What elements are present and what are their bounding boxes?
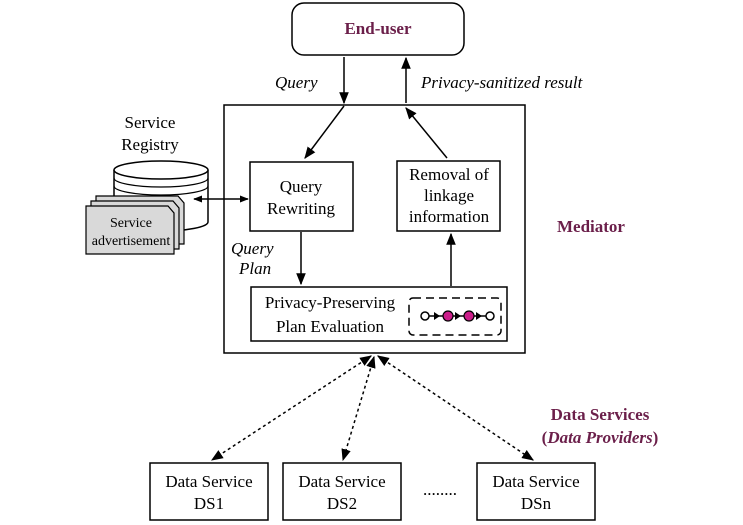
- end-user-box: [291, 2, 465, 56]
- data-service-box-ds2: [282, 462, 402, 521]
- plan-evaluation-line1: Privacy-Preserving: [265, 293, 396, 312]
- data-services-ellipsis: ........: [423, 480, 457, 499]
- mediator-ds2-link: [341, 355, 376, 462]
- data-service-box-ds1: [149, 462, 269, 521]
- registry-title-line2: Registry: [121, 135, 179, 154]
- data-service-box-dsn: [476, 462, 596, 521]
- query-plan-line2: Plan: [238, 259, 271, 278]
- dsn-line1: Data Service: [492, 472, 579, 491]
- dsn-line2: DSn: [521, 494, 552, 513]
- ds1-line2: DS1: [194, 494, 224, 513]
- registry-title-line1: Service: [125, 113, 176, 132]
- data-services-subtitle: (Data Providers): [542, 428, 659, 447]
- query-rewriting-line2: Rewriting: [267, 199, 335, 218]
- query-label: Query: [275, 73, 318, 92]
- service-advertisement-doc-icon: [85, 195, 185, 255]
- removal-to-result-arrow: [405, 107, 448, 159]
- query-to-rewriting-arrow: [304, 105, 345, 159]
- query-rewriting-box: [249, 161, 354, 232]
- mediator-label: Mediator: [557, 217, 625, 236]
- ds2-line1: Data Service: [298, 472, 385, 491]
- ds2-line2: DS2: [327, 494, 357, 513]
- service-advertisement-line1: Service: [110, 216, 152, 231]
- removal-line1: Removal of: [409, 165, 489, 184]
- end-user-label: End-user: [344, 19, 412, 38]
- ds1-line1: Data Service: [165, 472, 252, 491]
- query-rewriting-line1: Query: [280, 177, 323, 196]
- plan-pipeline-icon: [408, 297, 502, 336]
- removal-line3: information: [409, 207, 490, 226]
- removal-box: [396, 160, 501, 232]
- service-advertisement-line2: advertisement: [92, 234, 171, 249]
- result-label: Privacy-sanitized result: [420, 73, 584, 92]
- data-services-title: Data Services: [551, 405, 650, 424]
- query-plan-line1: Query: [231, 239, 274, 258]
- removal-line2: linkage: [424, 186, 474, 205]
- mediator-dsn-link: [377, 355, 534, 461]
- plan-evaluation-line2: Plan Evaluation: [276, 317, 385, 336]
